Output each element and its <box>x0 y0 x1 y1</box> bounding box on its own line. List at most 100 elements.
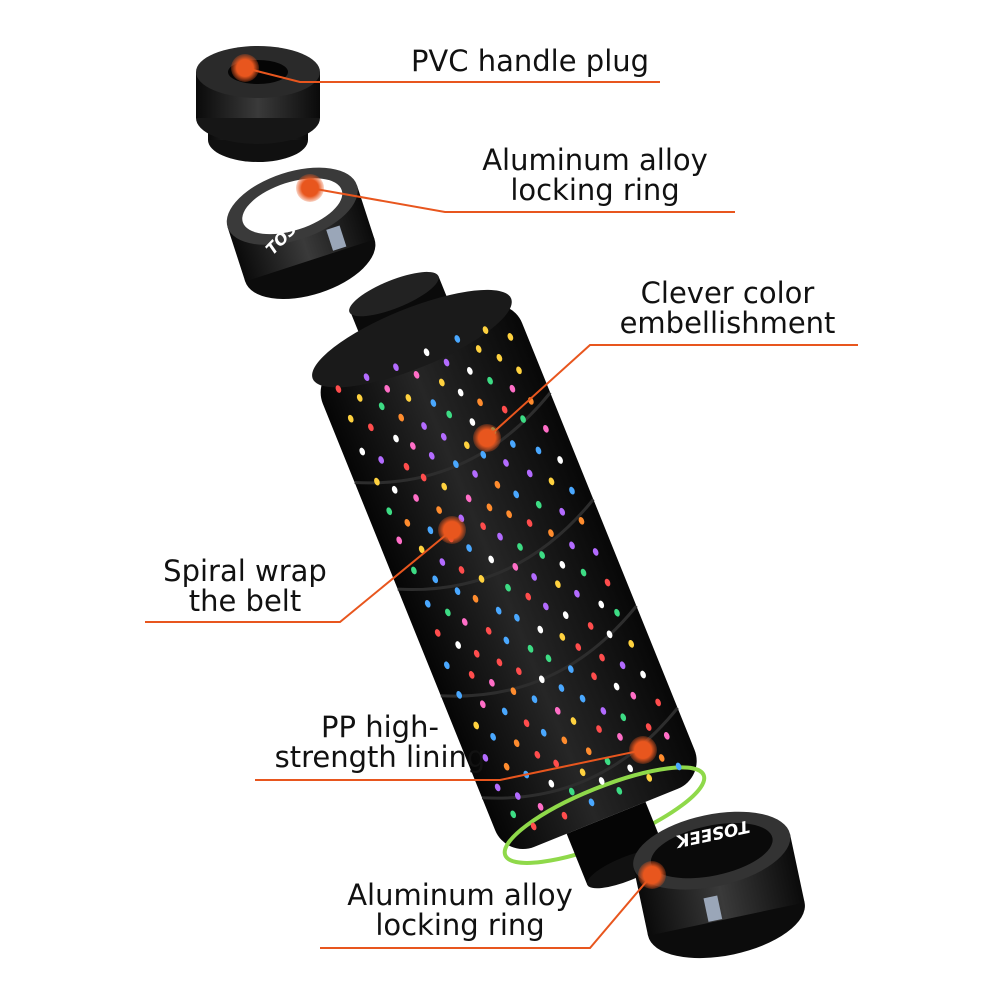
color-dot <box>591 672 597 681</box>
color-dot <box>627 764 634 773</box>
color-dot <box>490 733 496 741</box>
color-dot <box>548 779 555 788</box>
color-dot <box>439 558 446 566</box>
color-dot <box>411 566 417 575</box>
color-dot <box>561 811 568 820</box>
color-dot <box>446 410 453 419</box>
color-dot <box>457 388 464 397</box>
color-dot <box>472 470 478 478</box>
color-dot <box>428 451 435 460</box>
leader-pp-lining <box>255 749 644 781</box>
color-dot <box>477 398 483 407</box>
callout-marker <box>237 60 253 76</box>
color-dot <box>486 503 493 512</box>
color-dot <box>588 798 595 807</box>
color-dot <box>356 394 363 402</box>
color-dot <box>604 578 611 587</box>
label-pp-lining: PP high- strength lining <box>274 710 486 774</box>
color-dot <box>514 613 520 622</box>
leader-color-embellishment <box>486 344 858 439</box>
color-dot <box>421 422 427 430</box>
color-dot <box>393 434 399 443</box>
color-dot <box>501 707 508 716</box>
color-dot <box>537 802 544 811</box>
color-dot <box>503 762 510 771</box>
color-dot <box>501 405 508 414</box>
color-dot <box>443 661 450 670</box>
color-dot <box>579 694 586 703</box>
color-dot <box>580 568 587 577</box>
color-dot <box>494 480 501 489</box>
color-dot <box>663 731 670 740</box>
color-dot <box>539 551 545 559</box>
leader-pvc-plug <box>244 67 660 83</box>
color-dot <box>570 717 577 725</box>
aluminum-locking-ring-top: TOSEEK <box>226 167 376 299</box>
callout-marker <box>635 742 651 758</box>
color-dot <box>640 670 646 679</box>
color-dot <box>538 675 545 684</box>
color-dot <box>505 583 511 592</box>
color-dot <box>441 482 448 491</box>
color-dot <box>526 469 533 478</box>
color-dot <box>630 691 637 700</box>
color-dot <box>424 599 431 608</box>
color-dot <box>454 587 461 595</box>
color-dot <box>568 787 575 796</box>
color-dot <box>468 671 475 679</box>
color-dot <box>512 563 519 571</box>
color-dot <box>479 700 486 709</box>
color-dot <box>645 723 652 731</box>
color-dot <box>628 640 635 648</box>
color-dot <box>620 713 627 722</box>
label-locking-ring-bottom: Aluminum alloy locking ring <box>347 878 573 942</box>
color-dot <box>526 519 533 527</box>
color-dot <box>559 507 566 516</box>
color-dot <box>503 636 510 645</box>
color-dot <box>658 754 665 762</box>
color-dot <box>557 456 563 464</box>
color-dot <box>378 456 385 464</box>
color-dot <box>482 326 489 334</box>
color-dot <box>487 376 493 385</box>
color-dots-pattern <box>335 326 682 831</box>
color-dot <box>480 450 487 459</box>
color-dot <box>495 606 502 615</box>
color-dot <box>548 529 554 537</box>
color-dot <box>445 608 451 617</box>
color-dot <box>514 792 521 800</box>
color-dot <box>436 506 442 514</box>
color-dot <box>393 363 399 372</box>
color-dot <box>386 507 393 516</box>
color-dot <box>554 706 561 715</box>
color-dot <box>480 522 486 530</box>
color-dot <box>616 786 623 795</box>
color-dot <box>592 548 599 556</box>
callout-marker <box>444 522 460 538</box>
color-dot <box>561 736 568 745</box>
color-dot <box>396 536 403 545</box>
color-dot <box>432 575 439 584</box>
color-dot <box>458 566 465 574</box>
color-dot <box>405 394 412 402</box>
color-dot <box>453 460 459 468</box>
color-dot <box>574 589 580 598</box>
leader-locking-ring-top <box>309 187 735 213</box>
color-dot <box>469 418 476 426</box>
color-dot <box>562 611 569 619</box>
leader-spiral-wrap <box>145 529 453 623</box>
color-dot <box>559 633 566 641</box>
color-dot <box>579 768 586 777</box>
color-dot <box>614 608 620 617</box>
color-dot <box>404 519 411 527</box>
color-dot <box>535 446 542 455</box>
color-dot <box>473 649 480 658</box>
color-dot <box>465 494 472 503</box>
color-dot <box>585 747 592 756</box>
color-dot <box>613 682 620 691</box>
color-dot <box>368 423 374 432</box>
color-dot <box>510 687 517 696</box>
color-dot <box>531 573 537 581</box>
